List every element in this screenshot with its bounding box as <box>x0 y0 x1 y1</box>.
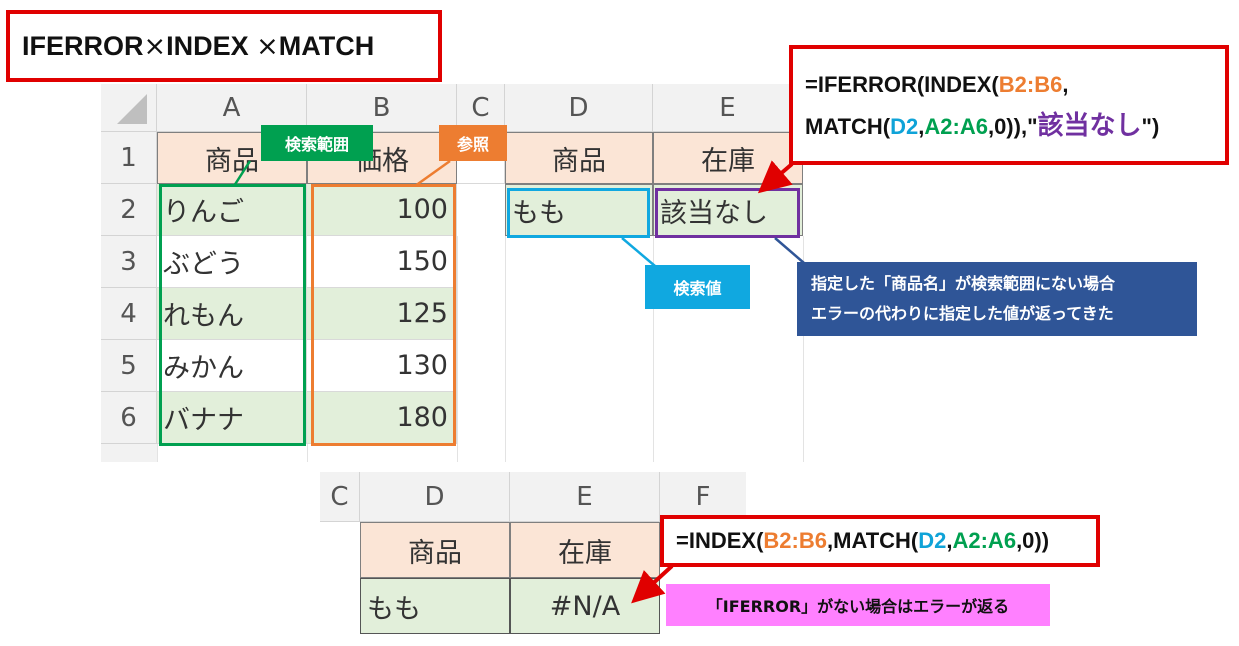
cell-d2[interactable]: もも <box>505 184 653 236</box>
row-header-1[interactable]: 1 <box>101 132 157 184</box>
search-value-tag: 検索値 <box>645 265 750 309</box>
cell-a2[interactable]: りんご <box>157 184 307 236</box>
column-header-d[interactable]: D <box>505 84 653 132</box>
row-header-6[interactable]: 6 <box>101 392 157 444</box>
explanation-line-2: エラーの代わりに指定した値が返ってきた <box>811 304 1114 323</box>
column-header-b[interactable]: B <box>307 84 457 132</box>
explanation-pointer <box>774 237 805 264</box>
column-header-a[interactable]: A <box>157 84 307 132</box>
formula-iferror-line-2: MATCH(D2,A2:A6,0)),"該当なし") <box>805 110 1160 140</box>
explanation-note: 指定した「商品名」が検索範囲にない場合 エラーの代わりに指定した値が返ってきた <box>797 262 1197 336</box>
reference-range-highlight <box>311 184 456 446</box>
cell-e2-2[interactable]: #N/A <box>510 578 660 634</box>
search-range-tag: 検索範囲 <box>261 125 373 161</box>
row-header-4[interactable]: 4 <box>101 288 157 340</box>
cell-a4[interactable]: れもん <box>157 288 307 340</box>
column-header-c-2[interactable]: C <box>320 472 360 522</box>
formula-arrow-1 <box>757 160 794 194</box>
corner-triangle-icon <box>116 93 147 124</box>
column-header-d-2[interactable]: D <box>360 472 510 522</box>
formula-index-box: =INDEX(B2:B6,MATCH(D2,A2:A6,0)) <box>660 515 1100 567</box>
column-header-e-2[interactable]: E <box>510 472 660 522</box>
formula-iferror-box: =IFERROR(INDEX(B2:B6, MATCH(D2,A2:A6,0))… <box>789 45 1229 165</box>
cell-d1[interactable]: 商品 <box>505 132 653 184</box>
title-box: IFERROR×INDEX ×MATCH <box>6 10 442 82</box>
cell-b2[interactable]: 100 <box>307 184 457 236</box>
cell-a6[interactable]: バナナ <box>157 392 307 444</box>
formula-iferror-line-1: =IFERROR(INDEX(B2:B6, <box>805 72 1069 97</box>
title-times-2: × <box>256 30 279 62</box>
cell-b5[interactable]: 130 <box>307 340 457 392</box>
cell-b4[interactable]: 125 <box>307 288 457 340</box>
search-range-pointer <box>232 160 252 187</box>
cell-b3[interactable]: 150 <box>307 236 457 288</box>
title-match: MATCH <box>278 30 375 61</box>
cell-e1-2[interactable]: 在庫 <box>510 522 660 578</box>
result-highlight <box>655 188 800 238</box>
cell-b6[interactable]: 180 <box>307 392 457 444</box>
formula-arrow-2 <box>631 564 674 604</box>
cell-e1[interactable]: 在庫 <box>653 132 803 184</box>
row-header-3[interactable]: 3 <box>101 236 157 288</box>
title-index: INDEX <box>166 30 249 61</box>
cell-d2-2[interactable]: もも <box>360 578 510 634</box>
search-value-pointer <box>621 237 656 267</box>
explanation-line-1: 指定した「商品名」が検索範囲にない場合 <box>811 274 1116 293</box>
no-iferror-note: 「IFERROR」がない場合はエラーが返る <box>666 584 1050 626</box>
title-times-1: × <box>143 30 167 62</box>
select-all-corner[interactable] <box>101 84 157 132</box>
lookup-value-highlight <box>507 188 650 238</box>
cell-d1-2[interactable]: 商品 <box>360 522 510 578</box>
reference-pointer <box>414 159 451 188</box>
title-iferror: IFERROR <box>22 30 144 61</box>
row-header-2[interactable]: 2 <box>101 184 157 236</box>
cell-a3[interactable]: ぶどう <box>157 236 307 288</box>
cell-a5[interactable]: みかん <box>157 340 307 392</box>
row-header-5[interactable]: 5 <box>101 340 157 392</box>
reference-tag: 参照 <box>439 125 507 161</box>
search-range-highlight <box>159 184 306 446</box>
